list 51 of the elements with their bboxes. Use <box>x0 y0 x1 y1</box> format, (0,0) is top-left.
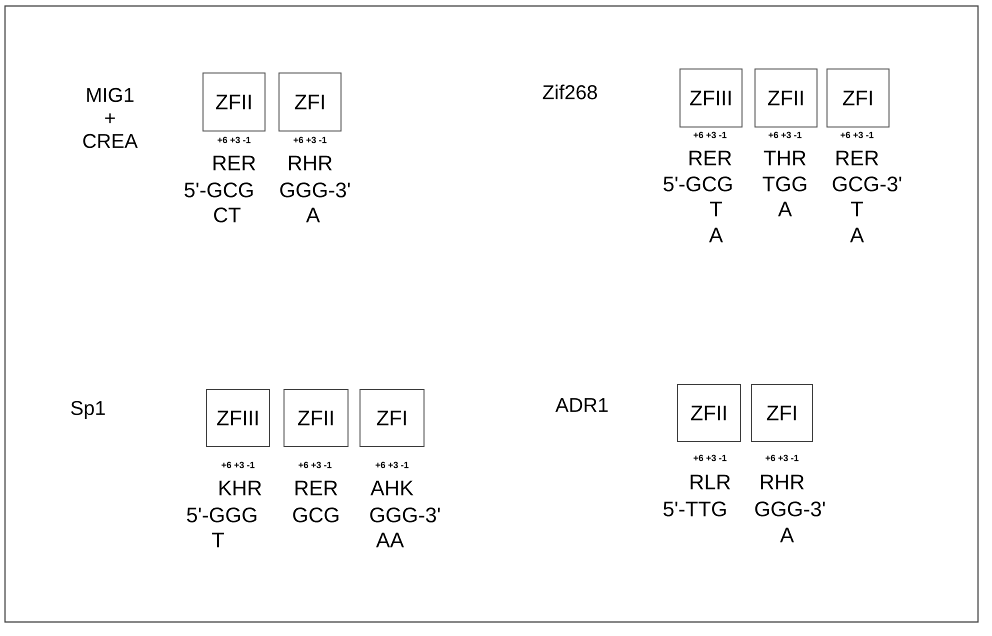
base-variant: T <box>212 532 224 548</box>
dna-sequence: GCG <box>293 508 338 522</box>
position-marker: +6 +3 -1 <box>376 462 408 468</box>
residue-triplet: THR <box>764 150 806 166</box>
base-variant: A <box>780 528 794 542</box>
protein-name: Sp1 <box>71 400 105 420</box>
base-variant: T <box>710 202 722 216</box>
residue-triplet: KHR <box>220 480 262 496</box>
position-marker: +6 +3 -1 <box>766 454 798 462</box>
residue-triplet: RHR <box>288 156 332 170</box>
residue-triplet: RHR <box>760 474 804 490</box>
base-variant: AA <box>376 532 404 548</box>
residue-triplet: RLR <box>690 474 730 490</box>
zinc-finger-box: ZFI <box>278 72 342 132</box>
position-marker: +6 +3 -1 <box>298 462 332 468</box>
residue-triplet: RER <box>690 150 732 166</box>
base-variant: A <box>850 228 864 242</box>
residue-triplet: RER <box>836 150 878 166</box>
dna-sequence: 5'-GCG <box>184 182 253 198</box>
residue-triplet: RER <box>296 480 338 496</box>
protein-name: ADR1 <box>555 398 608 412</box>
position-marker: +6 +3 -1 <box>840 132 874 138</box>
dna-sequence: 5'-GGG <box>187 508 256 522</box>
zinc-finger-box: ZFII <box>284 389 348 447</box>
base-variant: T <box>851 202 863 216</box>
dna-sequence: GGG-3' <box>370 508 440 522</box>
zinc-finger-box: ZFII <box>202 72 266 132</box>
zinc-finger-box: ZFI <box>751 384 813 442</box>
zinc-finger-box: ZFIII <box>680 68 742 128</box>
dna-sequence: GCG-3' <box>832 176 902 192</box>
base-variant: A <box>709 228 723 242</box>
dna-sequence: 5'-TTG <box>664 502 726 516</box>
dna-sequence: GGG-3' <box>280 182 350 198</box>
protein-name: MIG1 + CREA <box>83 88 138 148</box>
zinc-finger-box: ZFIII <box>206 389 270 447</box>
zinc-finger-box: ZFI <box>826 68 890 128</box>
zinc-finger-box: ZFII <box>754 68 818 128</box>
residue-triplet: RER <box>214 156 256 170</box>
position-marker: +6 +3 -1 <box>768 132 802 138</box>
position-marker: +6 +3 -1 <box>222 462 254 468</box>
dna-sequence: 5'-GCG <box>664 176 732 192</box>
residue-triplet: AHK <box>370 480 414 496</box>
zinc-finger-box: ZFI <box>360 389 424 447</box>
dna-sequence: GGG-3' <box>755 502 825 516</box>
position-marker: +6 +3 -1 <box>694 454 726 462</box>
zinc-finger-box: ZFII <box>677 384 741 442</box>
base-variant: A <box>306 208 320 222</box>
protein-name: Zif268 <box>542 84 597 100</box>
base-variant: A <box>778 202 792 216</box>
base-variant: CT <box>214 208 241 222</box>
dna-sequence: TGG <box>762 176 806 192</box>
